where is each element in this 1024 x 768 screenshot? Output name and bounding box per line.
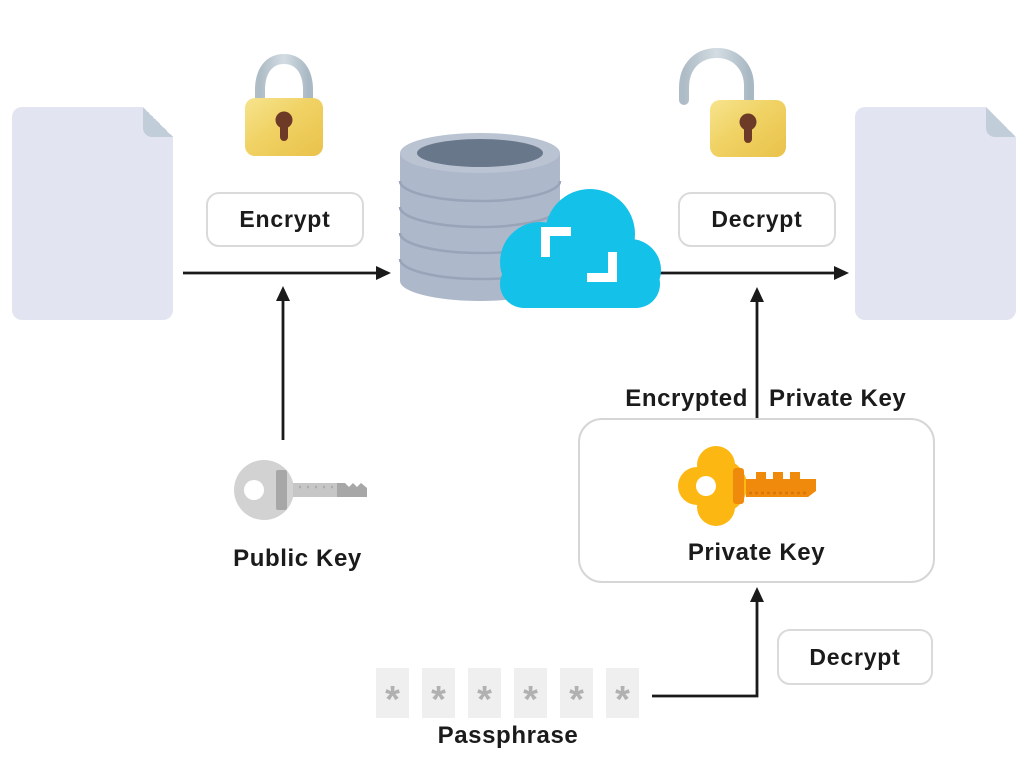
encrypt-button-label: Encrypt [239, 206, 331, 232]
passphrase-char-box: * [468, 668, 501, 721]
document-icon [855, 107, 1016, 320]
passphrase-char-box: * [422, 668, 455, 721]
bracket-bottom-right [587, 252, 617, 282]
document-fold-corner [986, 107, 1016, 137]
public-key-label: Public Key [233, 545, 362, 572]
document-fold-corner [143, 107, 173, 137]
passphrase-label: Passphrase [437, 722, 579, 749]
passphrase-char-box: * [514, 668, 547, 721]
decrypt-button-label: Decrypt [711, 206, 803, 232]
private-key-side-label: Private Key [769, 385, 907, 412]
cloud-sync-icon [500, 189, 661, 308]
passphrase-char-box: * [376, 668, 409, 721]
lock-closed-icon [245, 53, 323, 156]
bracket-top-left [541, 227, 571, 257]
lock-open-icon [679, 47, 786, 157]
decrypt-bottom-button[interactable]: Decrypt [777, 629, 933, 685]
passphrase-input[interactable]: * * * * * * [376, 668, 639, 721]
document-icon [12, 107, 173, 320]
private-key-box [578, 418, 935, 583]
key-gray-icon [234, 460, 367, 520]
encrypt-button[interactable]: Encrypt [206, 192, 364, 247]
decrypt-bottom-button-label: Decrypt [809, 643, 901, 670]
encrypted-label: Encrypted [625, 385, 748, 412]
key-orange-icon [678, 446, 816, 526]
passphrase-char-box: * [560, 668, 593, 721]
passphrase-char-box: * [606, 668, 639, 721]
decrypt-button[interactable]: Decrypt [678, 192, 836, 247]
private-key-box-label: Private Key [687, 539, 826, 566]
